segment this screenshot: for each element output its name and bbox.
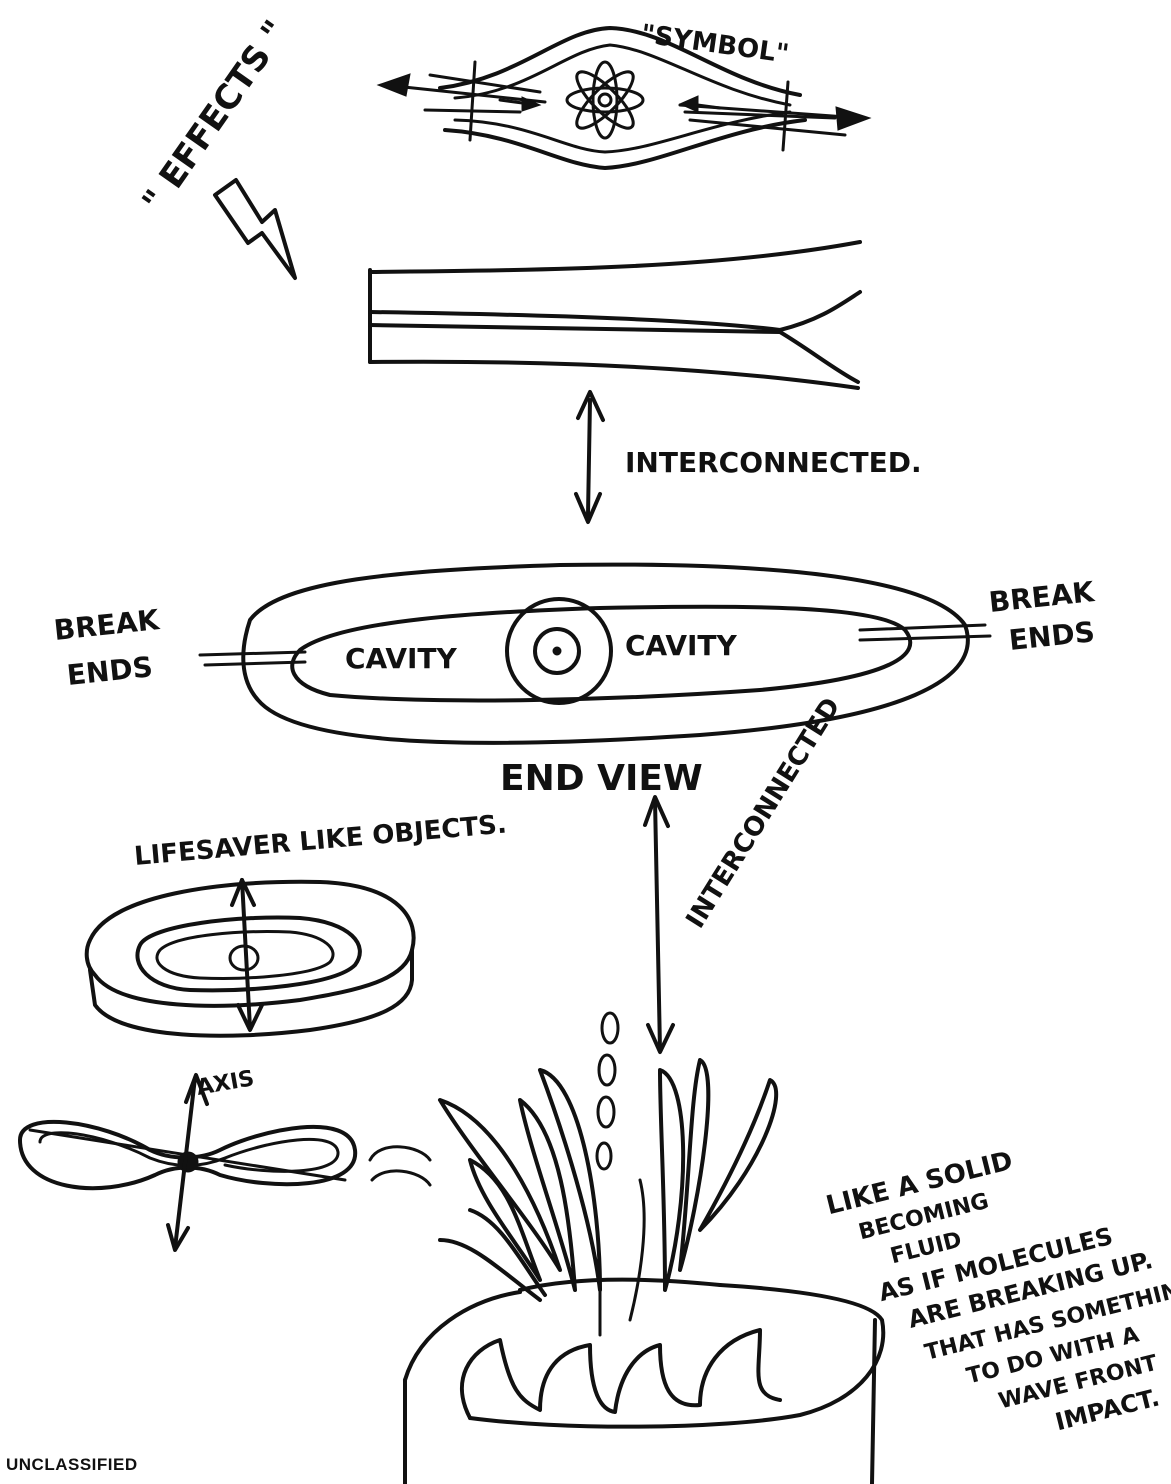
cavity-right-label: CAVITY xyxy=(625,629,738,662)
branching-bundle xyxy=(370,242,860,388)
classification-footer: UNCLASSIFIED xyxy=(6,1455,138,1475)
break-ends-left-label-1: BREAK xyxy=(52,603,162,647)
splash-figure xyxy=(405,1013,883,1484)
break-ends-right-label-2: ENDS xyxy=(1007,615,1096,657)
flower-icon xyxy=(567,62,643,138)
effects-label: " EFFECTS " xyxy=(135,13,297,220)
lifesaver-figure xyxy=(87,880,414,1036)
lifesaver-label: LIFESAVER LIKE OBJECTS. xyxy=(133,810,508,872)
interconnected-label-1: INTERCONNECTED. xyxy=(625,446,922,479)
interconnected-arrow-2 xyxy=(645,797,673,1052)
break-ends-left-label-2: ENDS xyxy=(65,650,154,692)
interconnected-arrow-1 xyxy=(576,392,603,522)
symbol-label: "SYMBOL" xyxy=(639,19,791,69)
cavity-left-label: CAVITY xyxy=(345,642,458,675)
effects-arrow-icon xyxy=(215,180,295,278)
fluid-note: LIKE A SOLID BECOMING FLUID AS IF MOLECU… xyxy=(823,1110,1171,1477)
axis-figure xyxy=(20,1075,430,1250)
end-view-label: END VIEW xyxy=(500,758,703,799)
symbol-figure xyxy=(378,28,870,168)
break-ends-right-label-1: BREAK xyxy=(987,575,1097,619)
end-view-figure xyxy=(200,565,990,743)
